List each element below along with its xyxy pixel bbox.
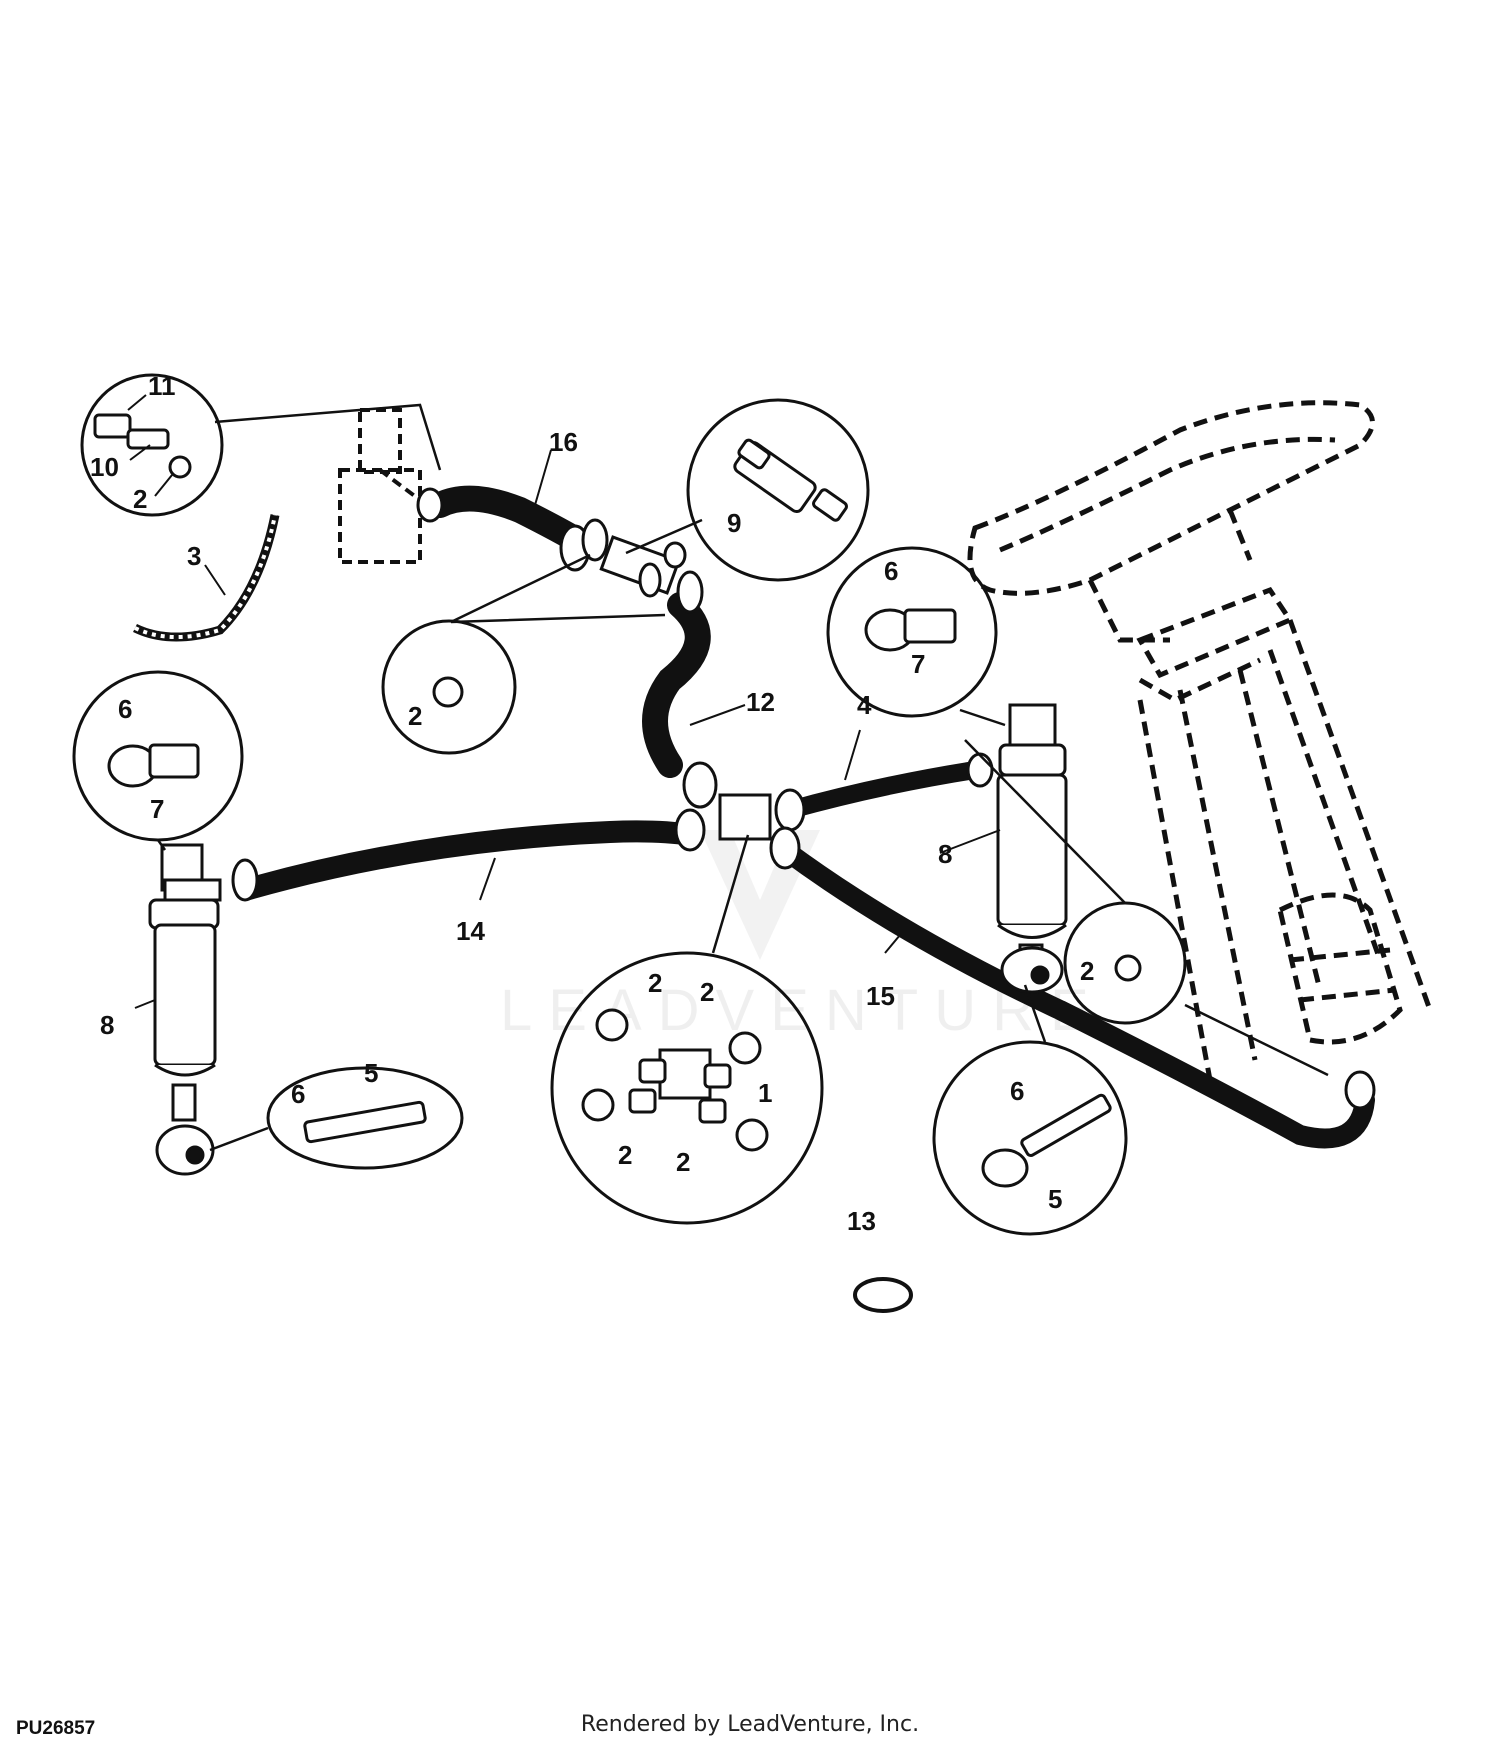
callout-6: 6 — [884, 556, 898, 586]
callout-1: 1 — [758, 1078, 772, 1108]
callout-13: 13 — [847, 1206, 876, 1236]
callout-11: 11 — [148, 371, 176, 401]
detail-parts — [93, 413, 1142, 1188]
callout-2: 2 — [618, 1140, 632, 1170]
connector-lines — [156, 403, 1329, 1152]
callout-6: 6 — [1010, 1076, 1024, 1106]
callout-2: 2 — [700, 977, 714, 1007]
callout-7: 7 — [911, 649, 925, 679]
callout-2: 2 — [408, 701, 422, 731]
callout-2: 2 — [648, 968, 662, 998]
left-cylinder — [148, 843, 222, 1176]
callout-16: 16 — [549, 427, 578, 457]
callout-12: 12 — [746, 687, 775, 717]
tie-strap — [133, 514, 280, 642]
callout-6: 6 — [118, 694, 132, 724]
callout-5: 5 — [364, 1058, 378, 1088]
callout-8: 8 — [100, 1010, 114, 1040]
valve-outline — [338, 408, 422, 564]
right-cylinder — [996, 703, 1068, 994]
callout-2: 2 — [676, 1147, 690, 1177]
footer-credit: Rendered by LeadVenture, Inc. — [580, 1712, 920, 1737]
callout-9: 9 — [727, 508, 741, 538]
o-ring — [853, 1277, 913, 1313]
callout-7: 7 — [150, 794, 164, 824]
steering-wheel-outline — [967, 400, 1433, 1081]
callout-6: 6 — [291, 1079, 305, 1109]
callout-3: 3 — [187, 541, 201, 571]
callout-15: 15 — [866, 981, 895, 1011]
callout-5: 5 — [1048, 1184, 1062, 1214]
figure-id: PU26857 — [16, 1718, 96, 1739]
callout-leaders — [127, 394, 1001, 1009]
callout-2: 2 — [1080, 956, 1094, 986]
callout-10: 10 — [90, 452, 119, 482]
hose-fittings — [231, 487, 1376, 1110]
callout-14: 14 — [456, 916, 485, 946]
callout-8: 8 — [938, 839, 952, 869]
callout-4: 4 — [857, 690, 872, 720]
callout-2: 2 — [133, 484, 147, 514]
